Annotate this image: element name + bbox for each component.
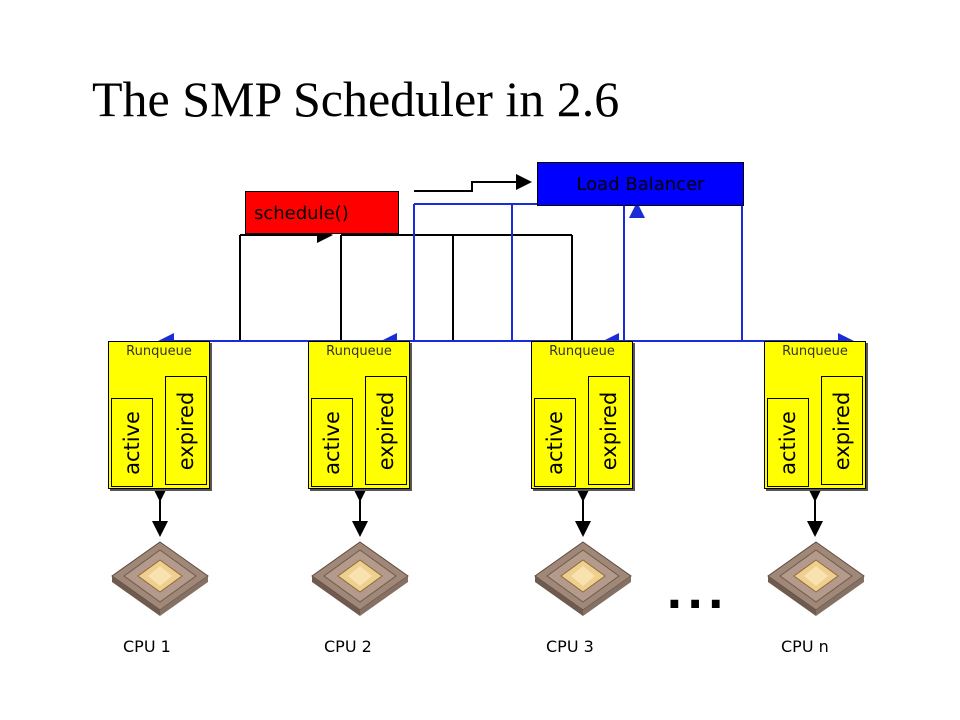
cpu-chip-icon xyxy=(534,541,632,616)
active-array: active xyxy=(111,398,153,487)
expired-array: expired xyxy=(365,376,407,485)
active-array: active xyxy=(767,398,809,487)
cpu-label: CPU n xyxy=(781,637,829,656)
expired-label: expired xyxy=(374,391,398,470)
active-label: active xyxy=(120,410,144,475)
active-label: active xyxy=(543,410,567,475)
active-array: active xyxy=(311,398,353,487)
runqueue-2: Runqueue active expired xyxy=(308,341,410,489)
runqueue-n: Runqueue active expired xyxy=(764,341,866,489)
expired-label: expired xyxy=(597,391,621,470)
runqueue-label: Runqueue xyxy=(326,344,392,359)
runqueue-3: Runqueue active expired xyxy=(531,341,633,489)
expired-array: expired xyxy=(588,376,630,485)
schedule-lines xyxy=(239,174,573,341)
load-balancer-lines xyxy=(413,203,744,341)
expired-label: expired xyxy=(830,391,854,470)
runqueue-label: Runqueue xyxy=(782,344,848,359)
runqueue-1: Runqueue active expired xyxy=(108,341,210,489)
cpu-chip-icon xyxy=(311,541,409,616)
cpu-chip-icon xyxy=(767,541,865,616)
load-balancer-box: Load Balancer xyxy=(537,162,744,206)
expired-label: expired xyxy=(174,391,198,470)
expired-array: expired xyxy=(821,376,863,485)
runqueue-label: Runqueue xyxy=(126,344,192,359)
cpu-label: CPU 3 xyxy=(546,637,594,656)
cpu-label: CPU 1 xyxy=(123,637,171,656)
cpu-label: CPU 2 xyxy=(324,637,372,656)
cpu-arrows xyxy=(152,486,823,537)
active-array: active xyxy=(534,398,576,487)
runqueue-label: Runqueue xyxy=(549,344,615,359)
ellipsis: ... xyxy=(666,568,729,619)
active-label: active xyxy=(776,410,800,475)
slide-title: The SMP Scheduler in 2.6 xyxy=(92,71,620,127)
expired-array: expired xyxy=(165,376,207,485)
active-label: active xyxy=(320,410,344,475)
cpu-chip-icon xyxy=(111,541,209,616)
schedule-box: schedule() xyxy=(245,191,399,234)
